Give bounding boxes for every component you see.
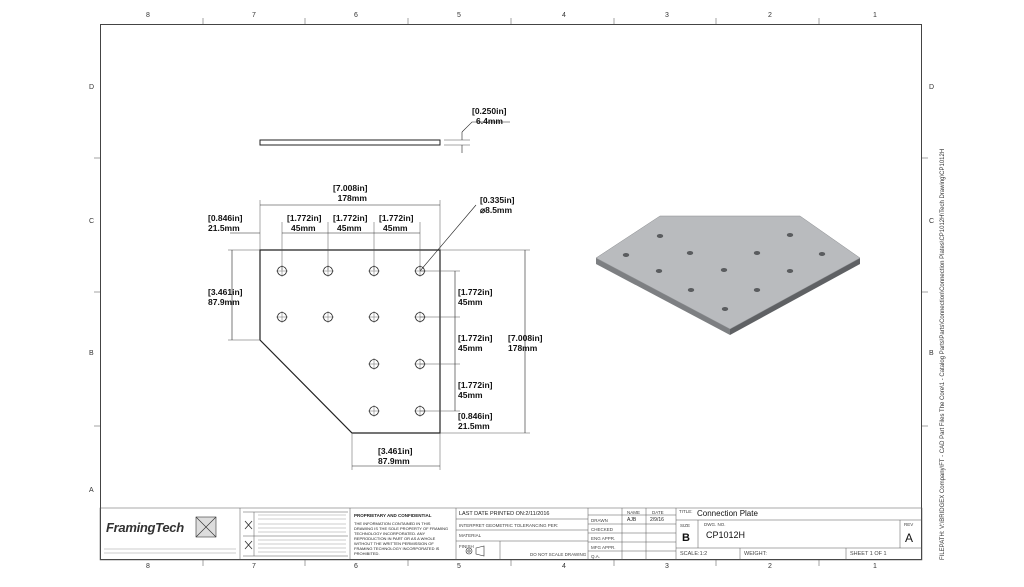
finish-label: FINISH [459, 544, 474, 549]
drawn-name: AJB [627, 517, 637, 523]
isometric-view [595, 215, 861, 335]
weight-label: WEIGHT: [744, 551, 767, 557]
zone-left-d: D [89, 84, 95, 91]
dim-hole-spacing-1: [1.772in]45mm [287, 213, 322, 233]
title-block-lines [99, 507, 923, 561]
qa-label: Q.A. [591, 554, 601, 559]
zone-top-4: 4 [562, 12, 566, 19]
zone-bottom-8: 8 [146, 563, 150, 570]
company-logo: FramingTech [106, 520, 184, 535]
zone-right-c: C [929, 218, 935, 225]
dim-vert-spacing-1: [1.772in]45mm [458, 287, 493, 307]
zone-top-7: 7 [252, 12, 256, 19]
dim-vert-spacing-3: [1.772in]45mm [458, 380, 493, 400]
zone-bottom-5: 5 [457, 563, 461, 570]
material-label: MATERIAL [459, 533, 482, 538]
zone-bottom-4: 4 [562, 563, 566, 570]
eng-appr-label: ENG APPR. [591, 536, 616, 541]
zone-left-a: A [89, 487, 94, 494]
scale-label: SCALE:1:2 [680, 551, 708, 557]
dim-vert-spacing-2: [1.772in]45mm [458, 333, 493, 353]
zone-bottom-7: 7 [252, 563, 256, 570]
dim-overall-width: [7.008in]178mm [333, 183, 368, 203]
zone-top-3: 3 [665, 12, 669, 19]
dwg-no-label: DWG. NO. [704, 522, 726, 527]
zone-top-6: 6 [354, 12, 358, 19]
dim-left-offset: [0.846in]21.5mm [208, 213, 243, 233]
zone-bottom-6: 6 [354, 563, 358, 570]
side-view [259, 121, 510, 153]
dim-hole-spacing-3: [1.772in]45mm [379, 213, 414, 233]
zone-top-8: 8 [146, 12, 150, 19]
size-value: B [682, 532, 690, 544]
title-label: TITLE: [679, 509, 693, 514]
dim-overall-height: [7.008in]178mm [508, 333, 543, 353]
zone-bottom-2: 2 [768, 563, 772, 570]
rev-value: A [905, 531, 914, 545]
do-not-scale: DO NOT SCALE DRAWING [530, 552, 587, 557]
zone-top-1: 1 [873, 12, 877, 19]
zone-bottom-3: 3 [665, 563, 669, 570]
drawn-label: DRAWN [591, 518, 608, 523]
zone-left-c: C [89, 218, 95, 225]
rev-label: REV [904, 522, 914, 527]
mfg-appr-label: MFG APPR. [591, 545, 616, 550]
size-label: SIZE [680, 523, 691, 528]
last-printed: LAST DATE PRINTED ON:2/11/2016 [459, 511, 550, 517]
dim-thickness: [0.250in]6.4mm [472, 106, 507, 126]
drawing-title: Connection Plate [697, 509, 758, 518]
name-header: NAME [627, 510, 641, 515]
sheet-label: SHEET 1 OF 1 [850, 551, 887, 557]
zone-left-b: B [89, 350, 94, 357]
dim-left-height: [3.461in]87.9mm [208, 287, 243, 307]
dim-bottom-offset: [0.846in]21.5mm [458, 411, 493, 431]
proprietary-text: THE INFORMATION CONTAINED IN THIS DRAWIN… [354, 521, 449, 556]
interpret-label: INTERPRET GEOMETRIC TOLERANCING PER: [459, 523, 559, 528]
dim-hole-diameter: [0.335in]⌀8.5mm [480, 195, 515, 215]
zone-top-5: 5 [457, 12, 461, 19]
zone-bottom-1: 1 [873, 563, 877, 570]
checked-label: CHECKED [591, 527, 614, 532]
dim-hole-spacing-2: [1.772in]45mm [333, 213, 368, 233]
drawn-date: 2/9/16 [650, 517, 664, 523]
zone-top-2: 2 [768, 12, 772, 19]
top-view [228, 200, 530, 470]
dim-bottom-width: [3.461in]87.9mm [378, 446, 413, 466]
proprietary-title: PROPRIETARY AND CONFIDENTIAL [354, 513, 432, 518]
dwg-no-value: CP1012H [706, 530, 746, 540]
zone-right-b: B [929, 350, 934, 357]
zone-right-d: D [929, 84, 935, 91]
drawing-frame [100, 24, 922, 560]
date-header: DATE [652, 510, 664, 515]
